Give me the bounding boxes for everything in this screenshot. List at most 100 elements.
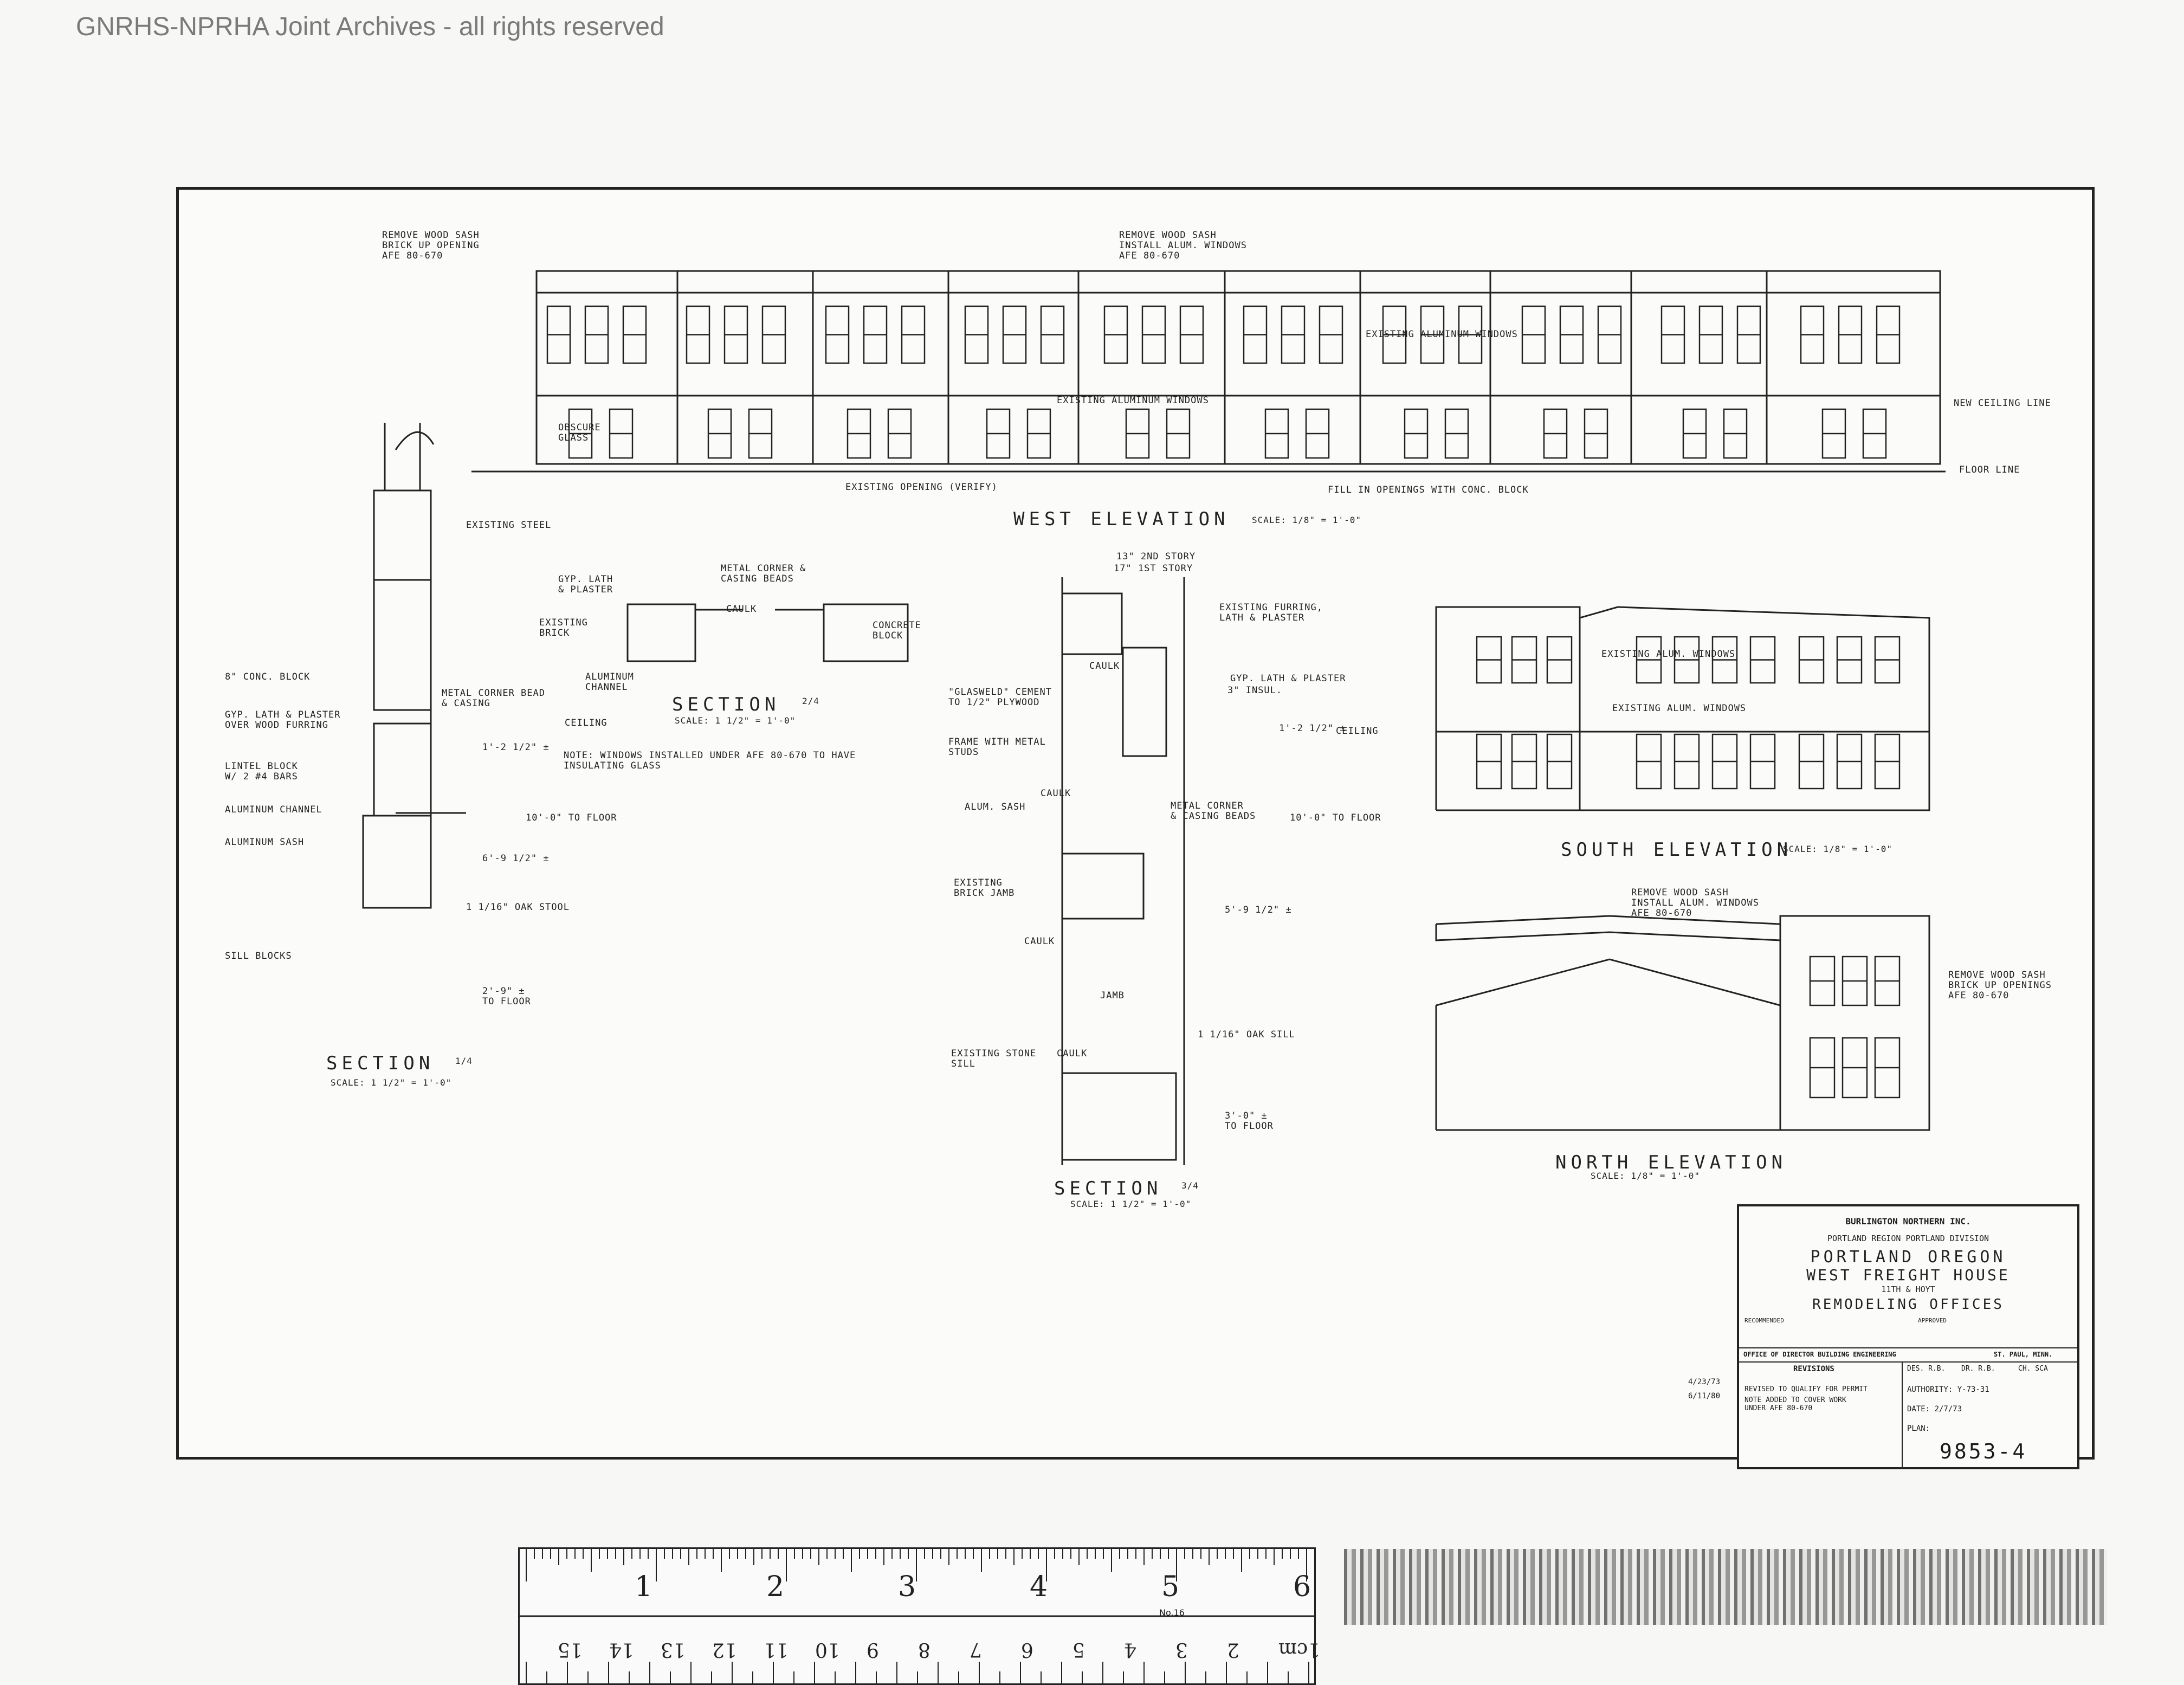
s2-note-gyp-lath: GYP. LATH & PLASTER bbox=[558, 574, 613, 595]
west-note-fill-openings: FILL IN OPENINGS WITH CONC. BLOCK bbox=[1328, 485, 1529, 495]
title-block: BURLINGTON NORTHERN INC. PORTLAND REGION… bbox=[1737, 1204, 2079, 1469]
s1-dim-1: 1'-2 1/2" ± bbox=[482, 742, 550, 753]
drawing-sheet: REMOVE WOOD SASH BRICK UP OPENING AFE 80… bbox=[176, 187, 2095, 1460]
ruler-cm-label: 5 bbox=[1072, 1638, 1085, 1661]
ruler-cm-label: 11 bbox=[764, 1638, 789, 1661]
tb-divider-2 bbox=[1739, 1361, 2077, 1363]
ruler-maker: No.16 bbox=[1159, 1607, 1185, 1618]
section-2-detail bbox=[626, 603, 909, 662]
drawing-linework bbox=[362, 270, 1946, 1165]
s3-note-ceiling: CEILING bbox=[1336, 726, 1379, 737]
s2-note-alum-channel: ALUMINUM CHANNEL bbox=[585, 672, 634, 693]
section-3-detail bbox=[1061, 577, 1185, 1165]
s3-note-caulk-2: CAULK bbox=[1041, 788, 1071, 799]
s3-note-existing-furring: EXISTING FURRING, LATH & PLASTER bbox=[1219, 602, 1323, 623]
tb-subject: REMODELING OFFICES bbox=[1812, 1296, 2004, 1313]
ruler-cm-label: 6 bbox=[1021, 1638, 1033, 1661]
tb-rev2-date: 6/11/80 bbox=[1688, 1392, 1721, 1400]
ruler-inch-label: 1 bbox=[635, 1571, 653, 1603]
tb-ch: CH. SCA bbox=[2018, 1365, 2048, 1373]
ruler-inch-label: 2 bbox=[766, 1571, 785, 1603]
ruler-inch-label: 4 bbox=[1030, 1571, 1048, 1603]
s3-dim-3: 5'-9 1/2" ± bbox=[1225, 905, 1292, 915]
tb-date: DATE: 2/7/73 bbox=[1907, 1405, 1962, 1413]
s1-note-lintel: LINTEL BLOCK W/ 2 #4 BARS bbox=[225, 761, 298, 782]
s3-note-stone-sill: EXISTING STONE SILL bbox=[951, 1048, 1037, 1069]
ruler-cm-label: 1cm bbox=[1278, 1638, 1321, 1661]
tb-rev1-text: REVISED TO QUALIFY FOR PERMIT bbox=[1744, 1385, 1868, 1393]
north-elevation-outline bbox=[1435, 915, 1930, 1131]
s2-note-existing-brick: EXISTING BRICK bbox=[539, 617, 588, 638]
s3-dim-1: 1'-2 1/2" ± bbox=[1279, 723, 1346, 734]
s2-note: NOTE: WINDOWS INSTALLED UNDER AFE 80-670… bbox=[564, 750, 856, 771]
tb-divider bbox=[1739, 1347, 2077, 1348]
tb-dr: DR. R.B. bbox=[1961, 1365, 1995, 1373]
ruler-cm-label: 3 bbox=[1175, 1638, 1188, 1661]
ruler-cm-label: 7 bbox=[970, 1638, 982, 1661]
ruler-cm-label: 15 bbox=[558, 1638, 583, 1661]
ruler-ticks bbox=[520, 1549, 1314, 1683]
west-note-existing-alum-upper: EXISTING ALUMINUM WINDOWS bbox=[1366, 329, 1518, 340]
s3-note-caulk: CAULK bbox=[1089, 661, 1120, 672]
ruler-cm-label: 12 bbox=[712, 1638, 737, 1661]
ruler-cm-label: 9 bbox=[867, 1638, 879, 1661]
ruler-inch-label: 3 bbox=[898, 1571, 916, 1603]
section-3-ref: 3/4 bbox=[1181, 1180, 1199, 1191]
tb-des: DES. R.B. bbox=[1907, 1365, 1946, 1373]
west-note-existing-opening: EXISTING OPENING (VERIFY) bbox=[845, 482, 998, 493]
s3-dim-4: 3'-0" ± TO FLOOR bbox=[1225, 1111, 1274, 1132]
north-elevation-scale: SCALE: 1/8" = 1'-0" bbox=[1591, 1171, 1701, 1181]
west-note-existing-alum-lower: EXISTING ALUMINUM WINDOWS bbox=[1057, 395, 1209, 406]
tb-rev2-text: NOTE ADDED TO COVER WORK UNDER AFE 80-67… bbox=[1744, 1396, 1846, 1412]
west-note-remove-sash: REMOVE WOOD SASH BRICK UP OPENING AFE 80… bbox=[382, 230, 480, 261]
north-elevation-title: NORTH ELEVATION bbox=[1555, 1152, 1787, 1173]
s1-dim-3: 6'-9 1/2" ± bbox=[482, 853, 550, 864]
ruler-cm-label: 13 bbox=[661, 1638, 686, 1661]
s3-note-caulk-4: CAULK bbox=[1057, 1048, 1088, 1059]
section-3-title: SECTION bbox=[1054, 1178, 1162, 1199]
section-2-scale: SCALE: 1 1/2" = 1'-0" bbox=[675, 715, 796, 726]
west-note-new-ceiling: NEW CEILING LINE bbox=[1954, 398, 2051, 409]
s1-note-sill-blocks: SILL BLOCKS bbox=[225, 951, 292, 961]
s2-note-metal-corner: METAL CORNER & CASING BEADS bbox=[721, 563, 806, 584]
s1-dim-4: 2'-9" ± TO FLOOR bbox=[482, 986, 531, 1007]
s2-note-concrete-block: CONCRETE BLOCK bbox=[873, 620, 921, 641]
tb-company: BURLINGTON NORTHERN INC. bbox=[1845, 1216, 1971, 1226]
tb-recommended: RECOMMENDED bbox=[1744, 1317, 1784, 1324]
tb-vline bbox=[1902, 1361, 1903, 1467]
tb-office: OFFICE OF DIRECTOR BUILDING ENGINEERING bbox=[1743, 1351, 1896, 1358]
s1-note-oak-stool: 1 1/16" OAK STOOL bbox=[466, 902, 570, 913]
archive-notice: GNRHS-NPRHA Joint Archives - all rights … bbox=[76, 12, 664, 41]
tb-city: PORTLAND OREGON bbox=[1810, 1248, 2006, 1267]
ruler-cm-label: 4 bbox=[1124, 1638, 1136, 1661]
west-elevation-title: WEST ELEVATION bbox=[1013, 508, 1230, 530]
south-elevation-scale: SCALE: 1/8" = 1'-0" bbox=[1783, 844, 1893, 854]
south-note-upper: EXISTING ALUM. WINDOWS bbox=[1601, 649, 1736, 660]
tb-approved: APPROVED bbox=[1918, 1317, 1947, 1324]
tb-street: 11TH & HOYT bbox=[1881, 1284, 1935, 1294]
s1-note-ceiling: CEILING bbox=[565, 718, 608, 728]
section-1-ref: 1/4 bbox=[455, 1056, 473, 1066]
north-note-install-alum: REMOVE WOOD SASH INSTALL ALUM. WINDOWS A… bbox=[1631, 887, 1759, 919]
tb-region: PORTLAND REGION PORTLAND DIVISION bbox=[1827, 1234, 1989, 1243]
section-3-scale: SCALE: 1 1/2" = 1'-0" bbox=[1070, 1199, 1192, 1209]
s3-note-jamb: JAMB bbox=[1100, 990, 1125, 1001]
ruler-inch-label: 6 bbox=[1293, 1571, 1311, 1603]
s1-note-gyp-lath: GYP. LATH & PLASTER OVER WOOD FURRING bbox=[225, 709, 341, 731]
tb-authority: AUTHORITY: Y-73-31 bbox=[1907, 1385, 1989, 1394]
s3-note-glasweld: "GLASWELD" CEMENT TO 1/2" PLYWOOD bbox=[948, 687, 1052, 708]
ruler-cm-label: 2 bbox=[1227, 1638, 1239, 1661]
south-note-lower: EXISTING ALUM. WINDOWS bbox=[1612, 703, 1747, 714]
s1-note-conc-block: 8" CONC. BLOCK bbox=[225, 672, 311, 682]
s3-note-story-2: 13" 2ND STORY bbox=[1116, 551, 1196, 562]
south-elevation-title: SOUTH ELEVATION bbox=[1561, 839, 1793, 861]
s3-note-gyp-lath: GYP. LATH & PLASTER bbox=[1230, 673, 1346, 684]
s1-note-metal-corner: METAL CORNER BEAD & CASING bbox=[442, 688, 545, 709]
west-elevation-scale: SCALE: 1/8" = 1'-0" bbox=[1252, 515, 1362, 525]
ruler-cm-label: 8 bbox=[918, 1638, 931, 1661]
west-elevation-outline bbox=[535, 270, 1941, 465]
tb-number: 9853-4 bbox=[1940, 1439, 2027, 1463]
s3-note-brick-jamb: EXISTING BRICK JAMB bbox=[954, 877, 1015, 899]
s3-note-insul: 3" INSUL. bbox=[1227, 685, 1283, 696]
